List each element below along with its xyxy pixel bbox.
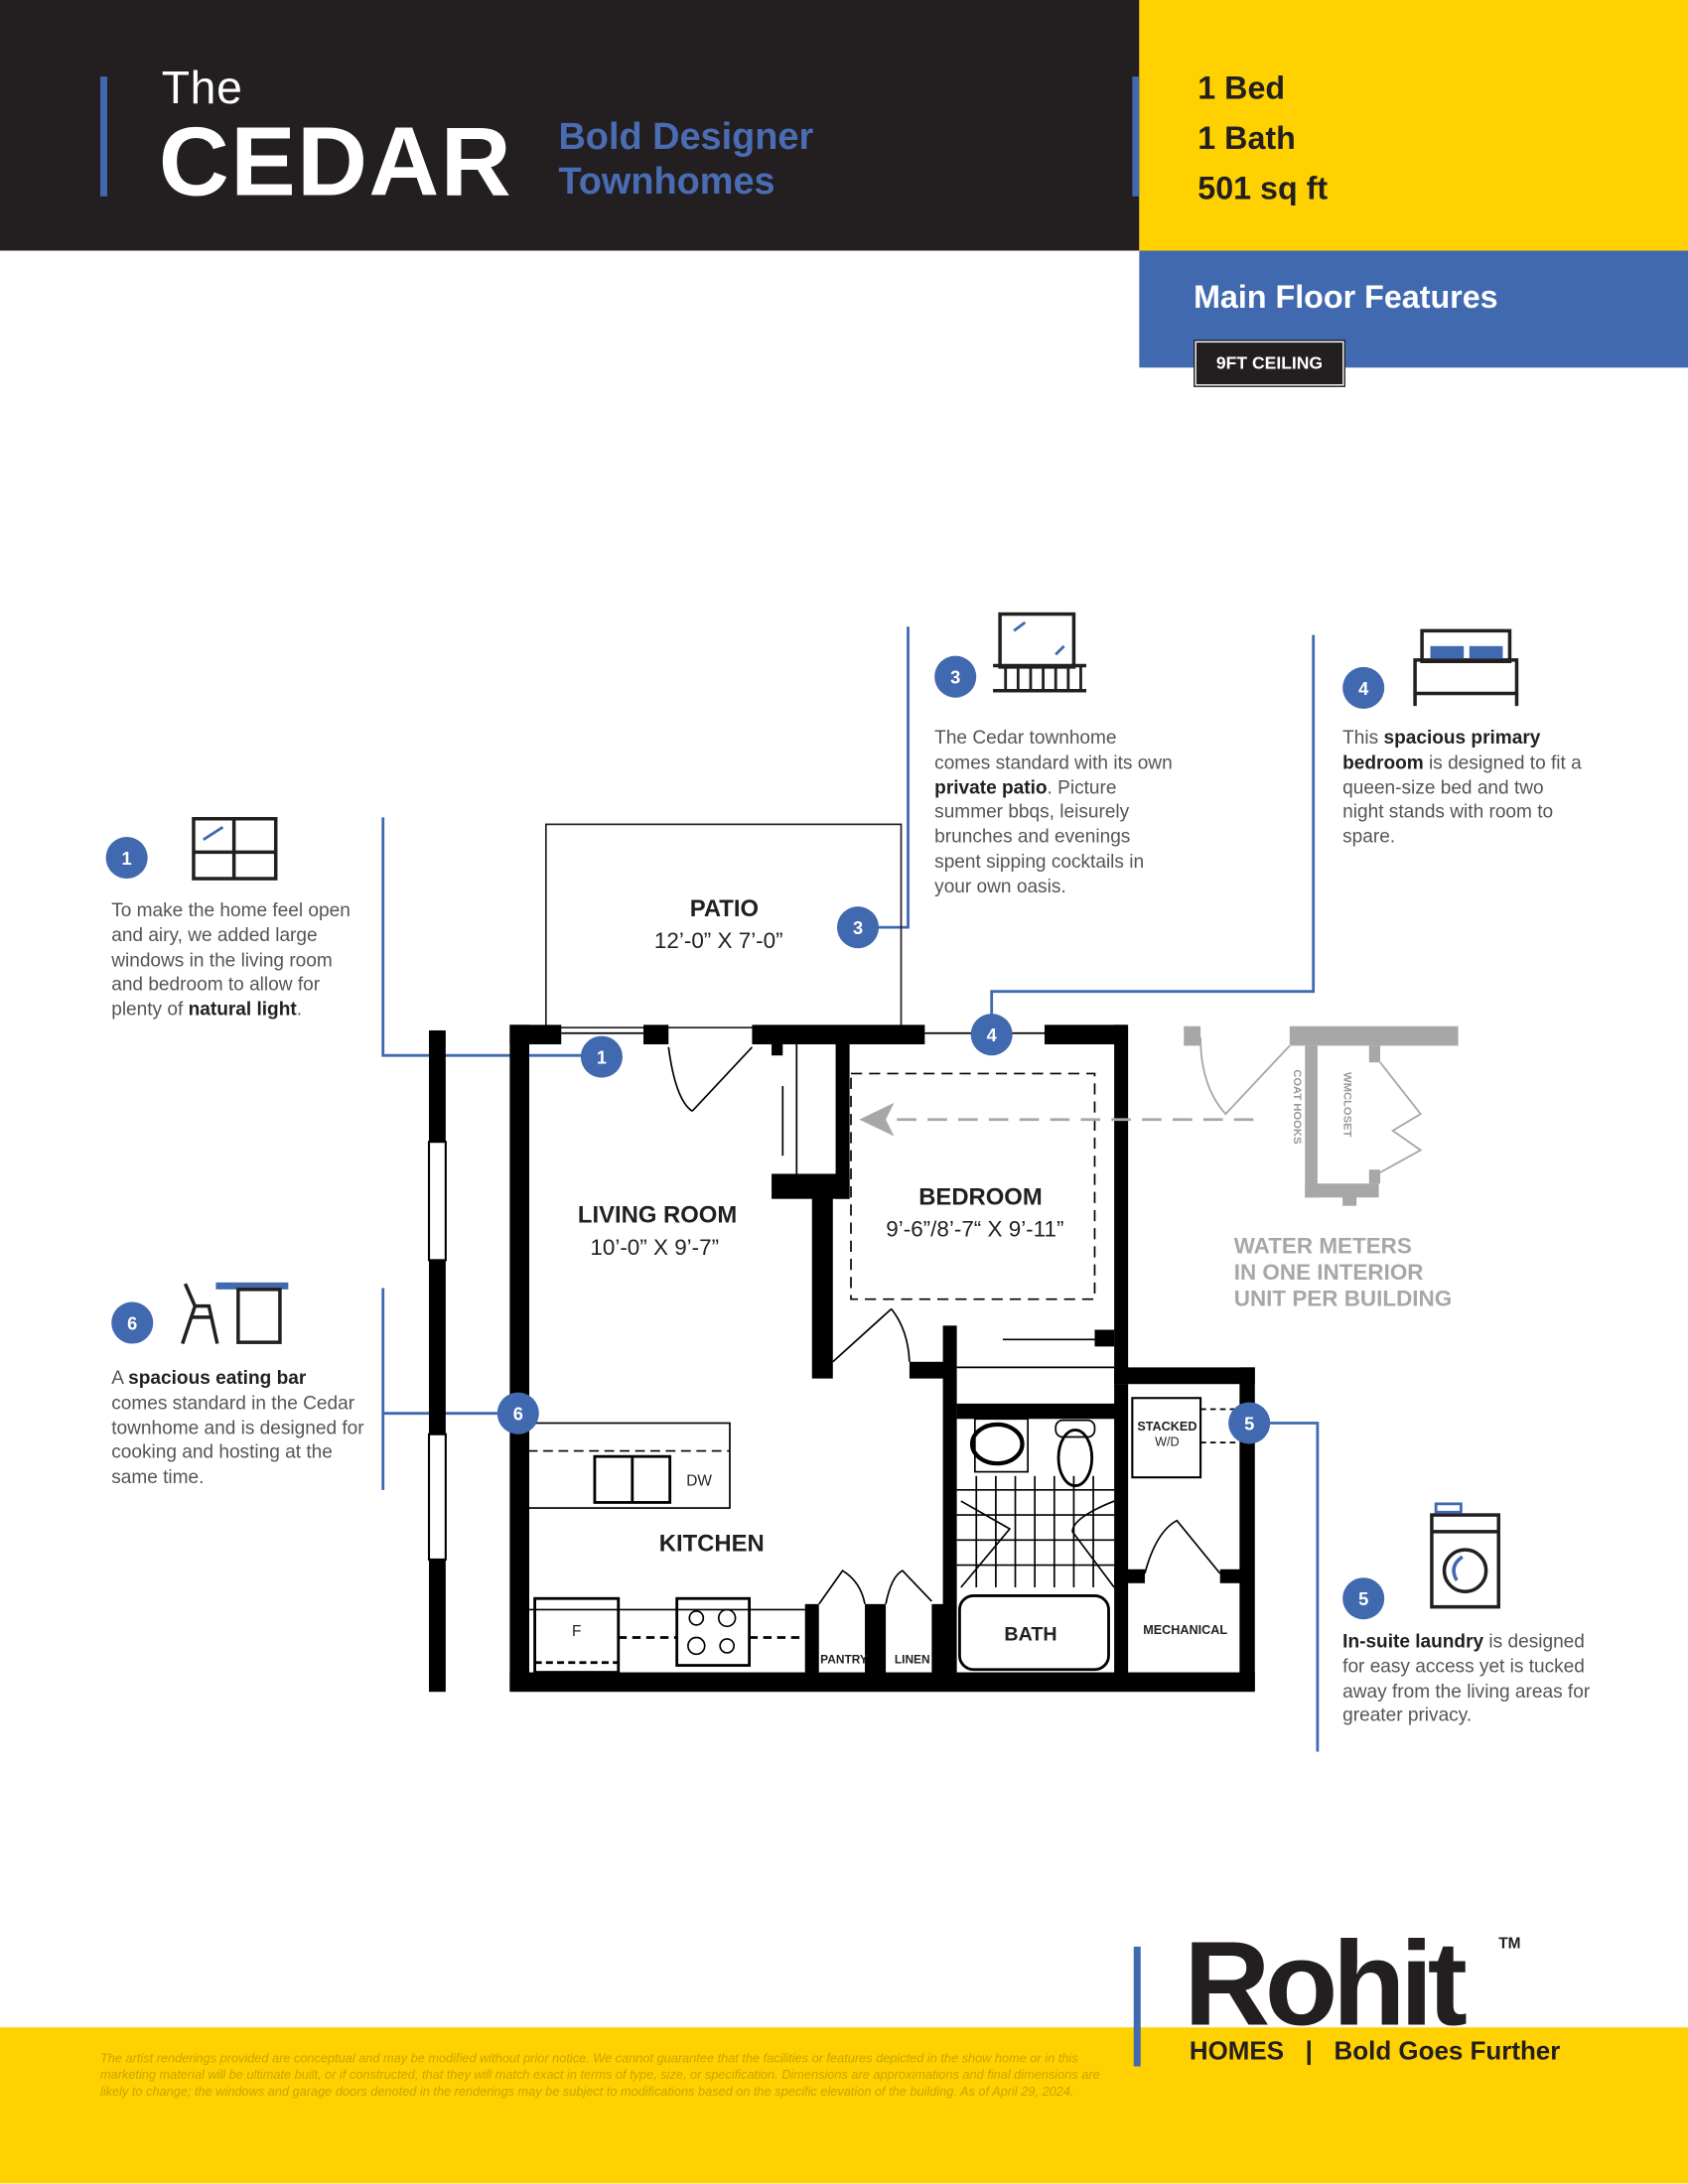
header-specs-band [1139,0,1688,251]
logo-homes: HOMES [1189,2035,1285,2066]
marker-1: 1 [580,1035,623,1078]
water-meters-note: WATER METERS IN ONE INTERIOR UNIT PER BU… [1234,1234,1452,1313]
tagline-line-1: Bold Designer [558,115,814,158]
title-prefix: The [161,61,243,113]
room-label-linen: LINEN [894,1652,930,1667]
svg-text:4: 4 [1358,678,1369,699]
svg-text:5: 5 [1358,1588,1368,1609]
washer-icon [1430,1502,1500,1609]
model-name: CEDAR [158,107,513,216]
callout-bedroom: This spacious primary bedroom is designe… [1342,727,1582,848]
arrow-icon [859,1102,895,1137]
svg-text:1: 1 [122,848,132,869]
logo-separator: | [1305,2035,1313,2066]
fixtures [526,1031,1240,1674]
water-meter-closet-diagram [1184,1025,1459,1206]
leader-line-3 [877,626,910,929]
logo-slogan: Bold Goes Further [1334,2035,1561,2066]
bed-icon [1413,628,1519,707]
logo-subline: HOMES | Bold Goes Further [1190,2036,1560,2067]
spec-area: 501 sq ft [1197,170,1329,206]
label-fridge: F [571,1623,582,1641]
label-wm-closet: WMCLOSET [1340,1072,1354,1138]
svg-text:6: 6 [513,1404,523,1425]
tagline-line-2: Townhomes [558,160,775,203]
accent-bar [1133,1946,1141,2067]
svg-text:6: 6 [127,1313,137,1334]
note-line: IN ONE INTERIOR [1233,1261,1424,1286]
spec-beds: 1 Bed [1197,69,1286,106]
callout-eating-bar: A spacious eating bar comes standard in … [111,1367,364,1488]
room-label-living: LIVING ROOM [577,1201,738,1229]
accent-bar [99,76,108,197]
leader-line-1 [381,817,586,1057]
room-label-bedroom: BEDROOM [918,1183,1043,1210]
note-line: UNIT PER BUILDING [1233,1288,1453,1312]
svg-text:4: 4 [987,1024,998,1045]
room-label-mechanical: MECHANICAL [1143,1622,1228,1637]
accent-bar [1132,76,1140,197]
ceiling-badge: 9FT CEILING [1195,341,1344,386]
exterior-wall-left [427,1029,447,1693]
callout-numbers: 1 3 4 6 5 [105,655,1385,1620]
svg-text:5: 5 [1244,1414,1254,1434]
label-coat-hooks: COAT HOOKS [1291,1069,1304,1145]
room-dim-patio: 12’-0” X 7’-0” [653,929,783,954]
marker-3: 3 [836,906,880,949]
svg-text:1: 1 [597,1047,607,1068]
patio-outline [544,823,903,1028]
window-icon [192,816,278,881]
svg-text:3: 3 [950,667,960,688]
label-dishwasher: DW [686,1472,712,1490]
label-wd: W/D [1155,1434,1180,1449]
svg-text:3: 3 [853,917,863,938]
note-line: WATER METERS [1233,1235,1412,1259]
marker-5: 5 [1228,1402,1271,1444]
room-dim-bedroom: 9’-6”/8’-7“ X 9’-11” [886,1218,1064,1243]
rohit-logo: Rohit [1184,1917,1468,2052]
room-label-bath: BATH [1004,1622,1057,1645]
room-label-patio: PATIO [689,894,760,922]
label-stacked: STACKED [1137,1419,1197,1434]
spec-baths: 1 Bath [1197,119,1296,157]
room-label-pantry: PANTRY [820,1652,868,1667]
room-label-kitchen: KITCHEN [658,1530,765,1558]
trademark: TM [1498,1935,1521,1953]
marker-6: 6 [496,1392,539,1434]
walls [509,1024,1255,1693]
balcony-window-icon [993,612,1087,693]
callout-windows: To make the home feel open and airy, we … [111,899,351,1020]
features-title: Main Floor Features [1194,278,1498,315]
callout-laundry: In-suite laundry is designed for easy ac… [1342,1630,1591,1726]
plan-markers: 1 3 4 6 5 [496,906,1271,1444]
disclaimer: The artist renderings provided are conce… [99,2051,1100,2099]
marker-4: 4 [970,1014,1013,1056]
leader-line-4 [990,634,1316,1017]
header-dark-band [0,0,1140,251]
room-dim-living: 10’-0” X 9’-7” [590,1236,720,1261]
leader-lines [381,626,1320,1752]
callout-patio: The Cedar townhome comes standard with i… [934,727,1173,896]
bar-stool-icon [181,1282,289,1345]
leader-line-5 [1267,1422,1320,1752]
footer-band [0,2027,1688,2184]
